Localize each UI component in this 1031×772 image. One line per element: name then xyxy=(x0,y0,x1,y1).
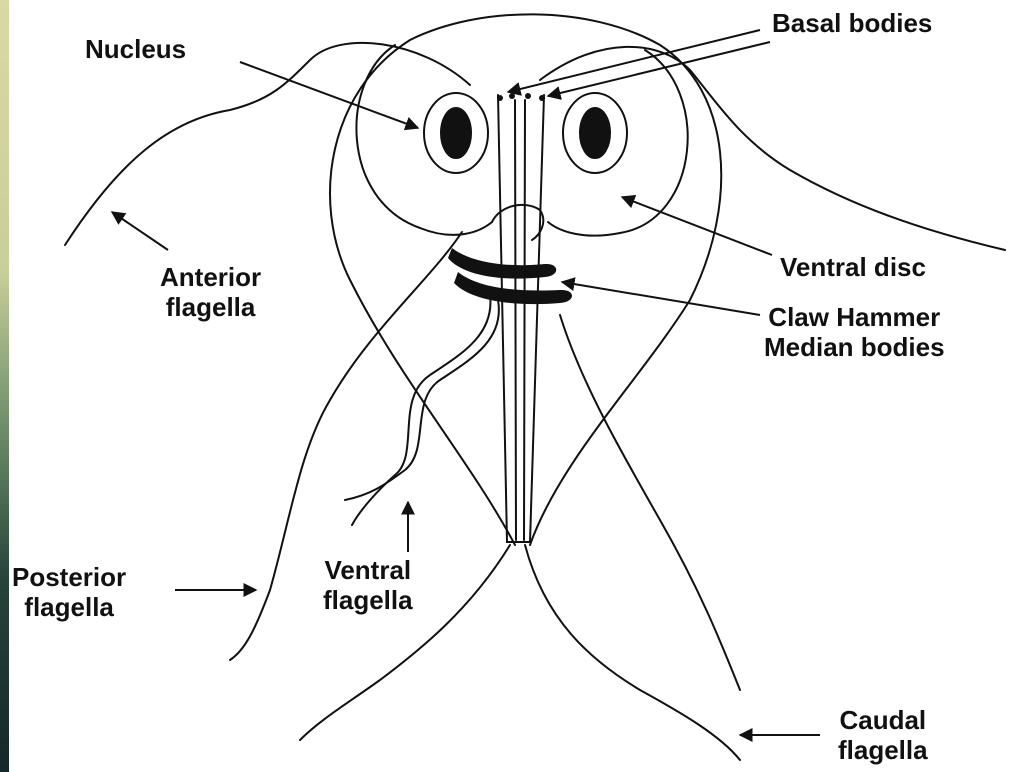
nucleus-right xyxy=(563,93,627,173)
basal-bodies-arrow-1 xyxy=(508,30,760,92)
label-caudal-flagella: Caudal flagella xyxy=(838,705,928,765)
label-basal-bodies: Basal bodies xyxy=(772,8,932,38)
anterior-flagella-arrow xyxy=(112,212,168,250)
label-nucleus: Nucleus xyxy=(85,34,186,64)
label-claw-hammer-median-bodies: Claw Hammer Median bodies xyxy=(764,302,945,362)
label-anterior-flagella: Anterior flagella xyxy=(160,262,261,322)
axostyle xyxy=(498,95,544,542)
nucleus-left xyxy=(424,93,488,173)
label-ventral-disc: Ventral disc xyxy=(780,252,926,282)
cell-body-outline xyxy=(330,14,721,545)
label-ventral-flagella: Ventral flagella xyxy=(323,555,413,615)
basal-bodies-arrow-2 xyxy=(548,42,770,96)
anterior-flagellum-right xyxy=(540,47,1005,250)
label-posterior-flagella: Posterior flagella xyxy=(12,562,126,622)
basal-bodies xyxy=(497,93,545,101)
median-bodies xyxy=(448,248,572,304)
caudal-flagellum-right xyxy=(525,545,740,760)
claw-hammer-arrow xyxy=(562,282,760,315)
ventral-disc-arrow xyxy=(622,197,772,255)
posterior-flagellum-right xyxy=(560,315,740,690)
